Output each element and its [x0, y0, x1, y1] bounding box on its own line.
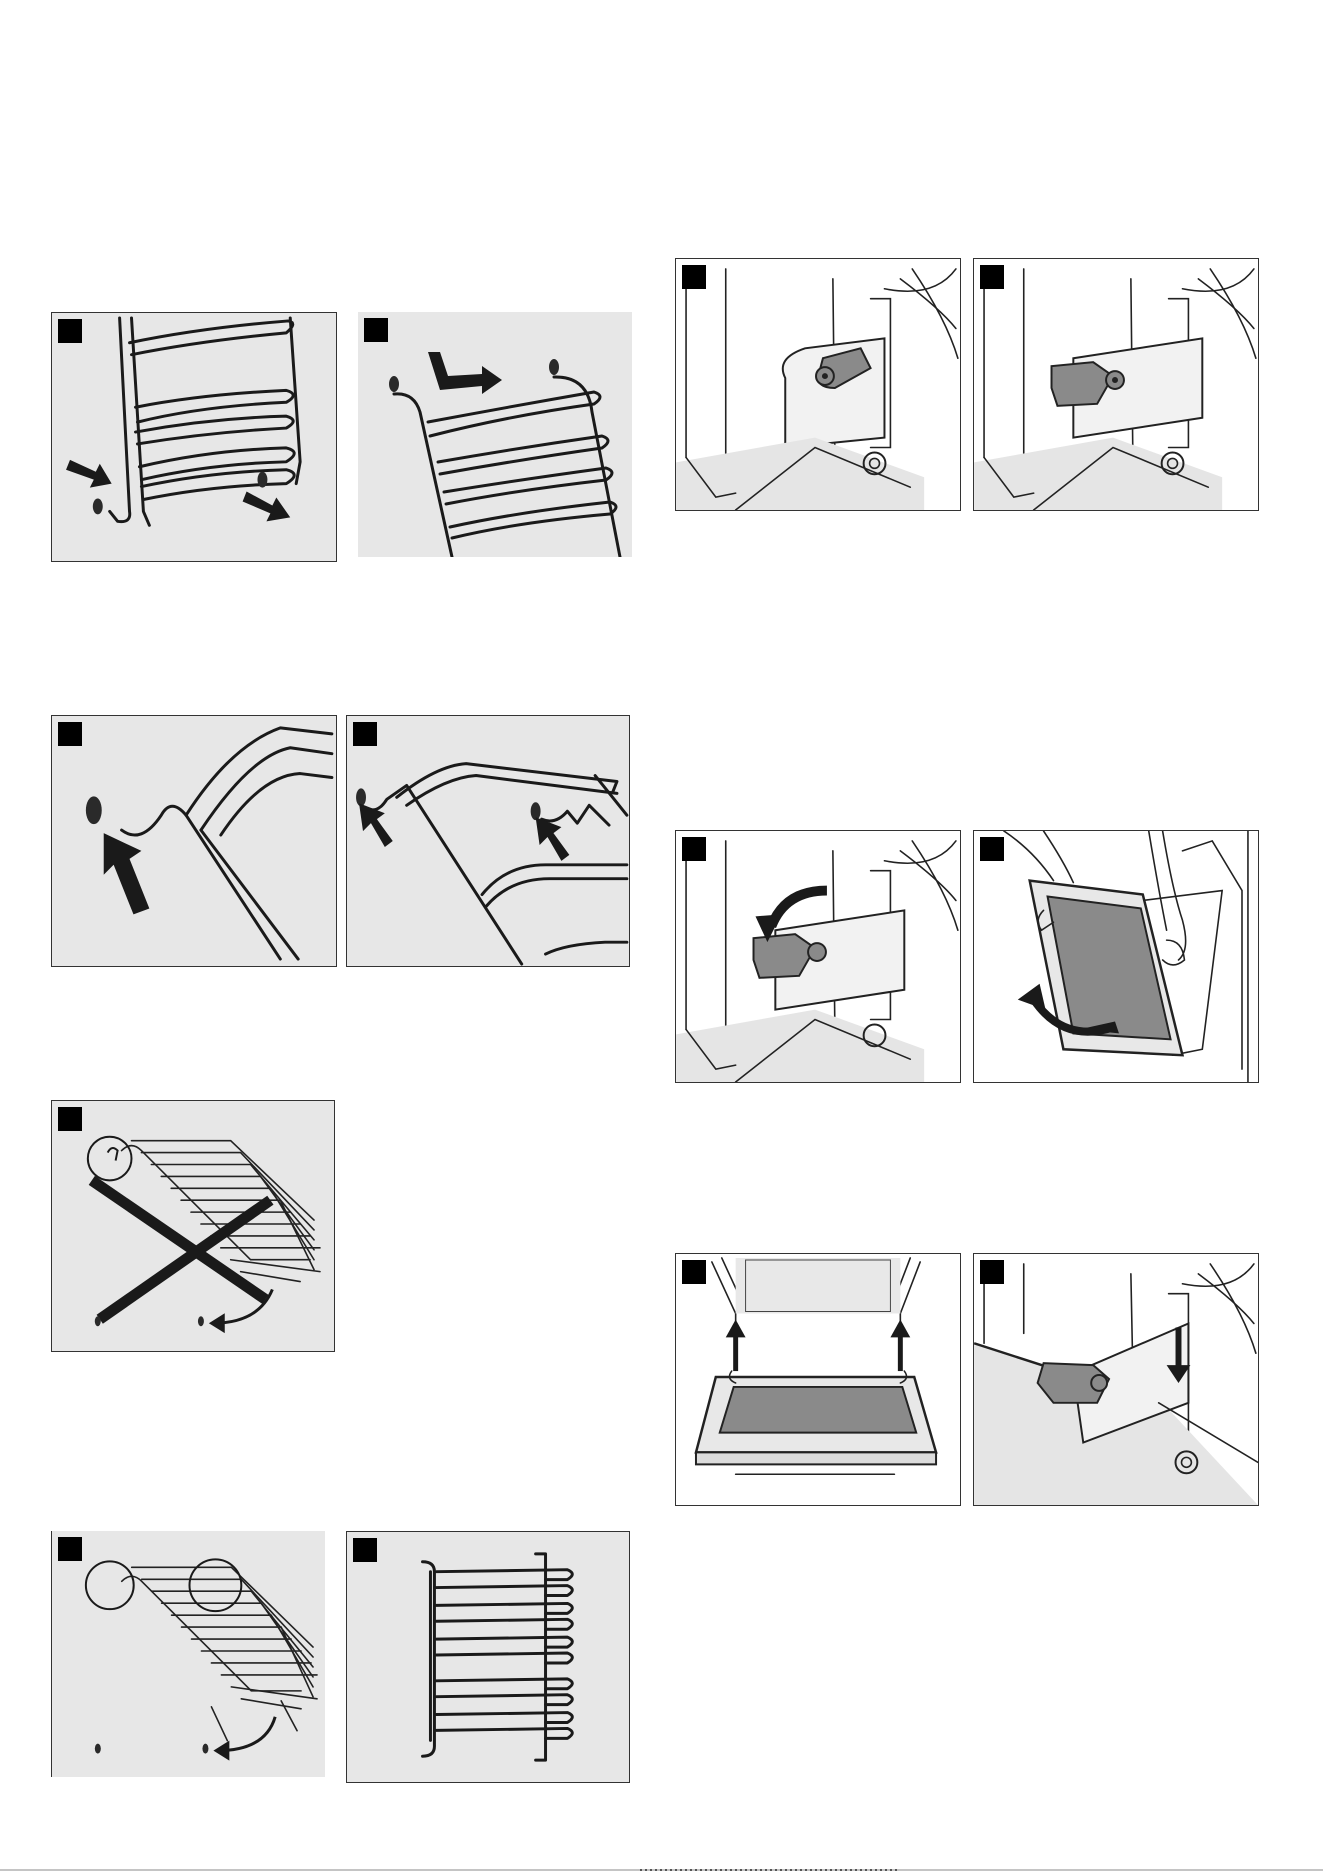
hinge-illustration: [974, 259, 1258, 510]
figure-hinge-lever-rotate: [675, 830, 961, 1083]
correct-mounting-illustration: [52, 1531, 325, 1777]
door-insert-illustration: [676, 1254, 960, 1505]
hook-closeup-illustration: [52, 716, 336, 966]
figure-number-badge: [682, 1260, 706, 1284]
figure-rail-hook-removal: [51, 312, 337, 562]
hinge-illustration: [974, 1254, 1258, 1505]
figure-number-badge: [58, 722, 82, 746]
rail-illustration: [358, 312, 632, 557]
figure-hooks-into-holes: [346, 715, 630, 967]
figure-number-badge: [353, 722, 377, 746]
rail-front-illustration: [347, 1532, 629, 1782]
figure-number-badge: [682, 265, 706, 289]
hinge-illustration: [676, 831, 960, 1082]
figure-incorrect-mounting: [51, 1100, 335, 1352]
figure-hinge-lever-closed: [675, 258, 961, 511]
hook-illustration: [347, 716, 629, 966]
figure-number-badge: [980, 837, 1004, 861]
figure-hinge-lever-lock: [973, 1253, 1259, 1506]
figure-number-badge: [364, 318, 388, 342]
figure-number-badge: [682, 837, 706, 861]
figure-number-badge: [353, 1538, 377, 1562]
figure-number-badge: [58, 1537, 82, 1561]
figure-number-badge: [58, 1107, 82, 1131]
door-removal-illustration: [974, 831, 1258, 1082]
figure-rail-hook-insert: [358, 312, 632, 557]
figure-number-badge: [58, 319, 82, 343]
figure-number-badge: [980, 265, 1004, 289]
footer-dotted-line: [0, 1862, 1323, 1872]
figure-number-badge: [980, 1260, 1004, 1284]
incorrect-mounting-illustration: [52, 1101, 334, 1351]
figure-door-reinsert: [675, 1253, 961, 1506]
figure-rail-front-view: [346, 1531, 630, 1783]
figure-door-lift-off: [973, 830, 1259, 1083]
hinge-illustration: [676, 259, 960, 510]
rail-illustration: [52, 313, 336, 561]
figure-correct-mounting: [51, 1531, 325, 1777]
figure-hinge-lever-open: [973, 258, 1259, 511]
figure-hook-closeup: [51, 715, 337, 967]
